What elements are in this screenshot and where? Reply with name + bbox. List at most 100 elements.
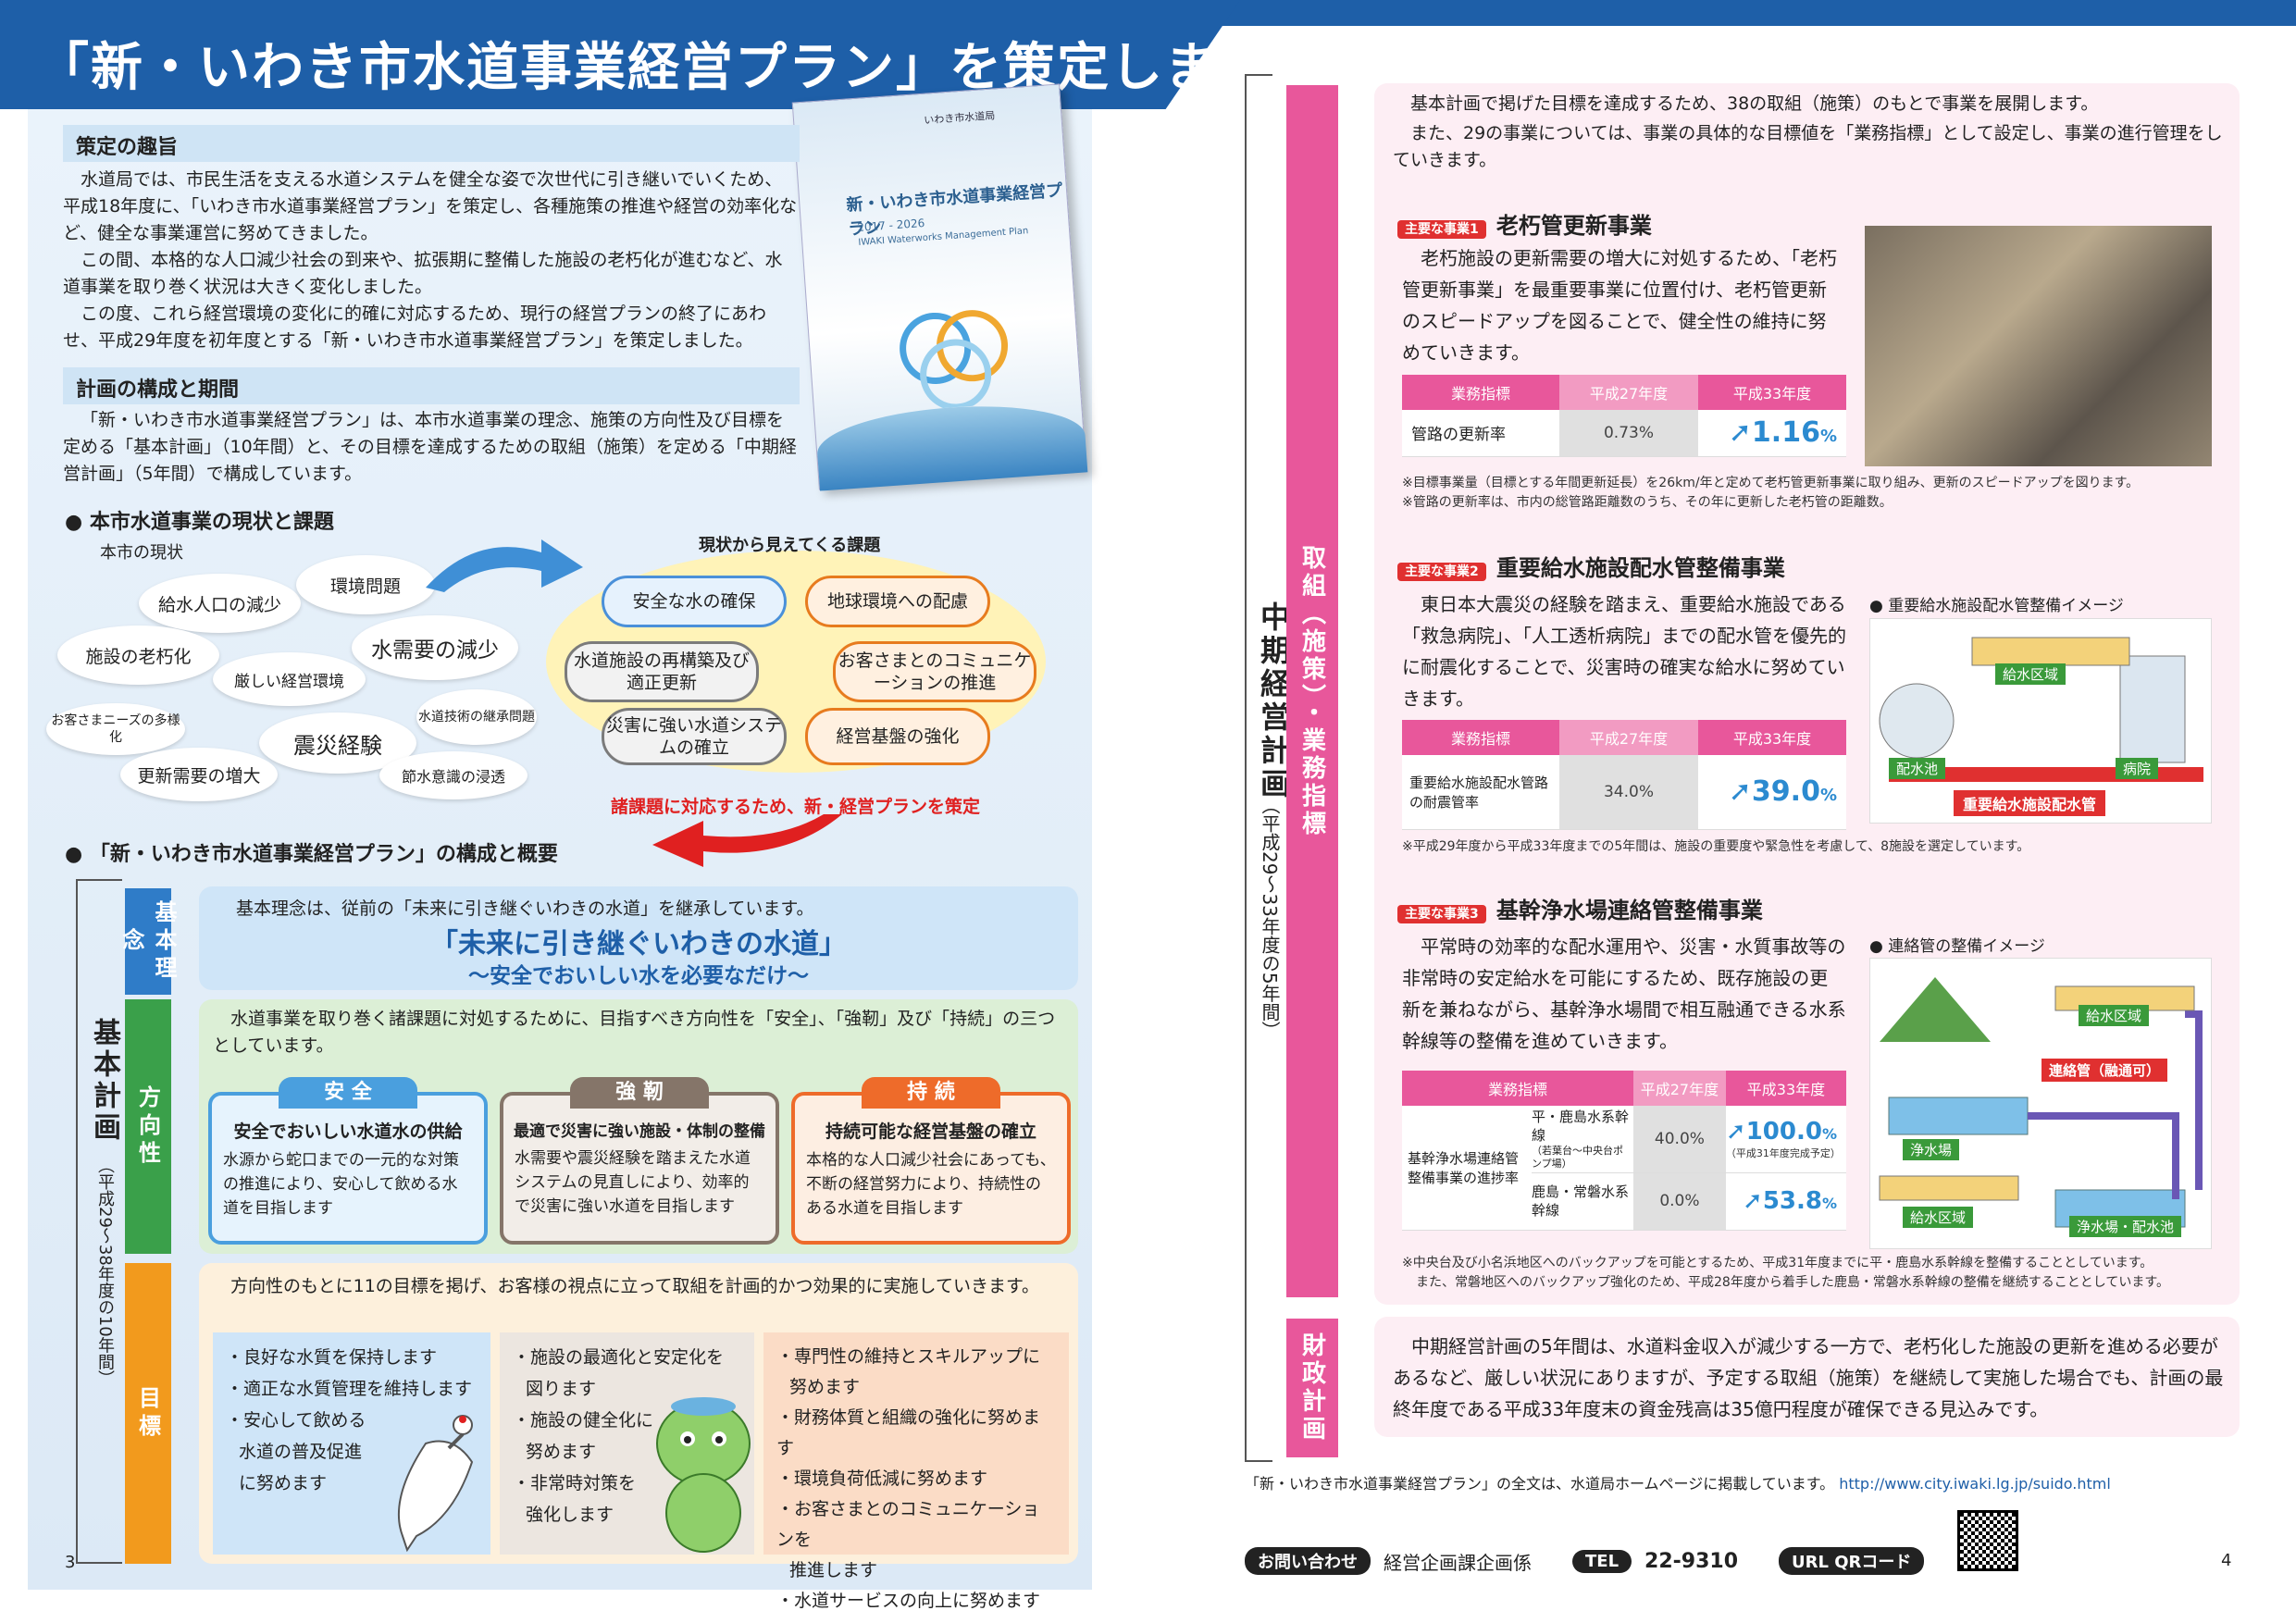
label-haisuichi: 配水池	[1889, 758, 1946, 779]
kpi3-r1-h33-cell: ➚100.0%（平成31年度完成予定）	[1725, 1106, 1846, 1173]
cloud-needs: お客さまニーズの多様化	[46, 703, 185, 755]
project-3-body: 平常時の効率的な配水運用や、災害・水質事故等の非常時の安定給水を可能にするため、…	[1402, 935, 1846, 1052]
rinen-sub: 〜安全でおいしい水を必要なだけ〜	[468, 964, 809, 988]
card-anzen-head: 安 全	[279, 1077, 417, 1109]
kpi2-h27: 34.0%	[1559, 755, 1698, 830]
tab-torikumi: 取組（施策）・業務指標	[1286, 85, 1338, 1297]
kpi2-head-metric: 業務指標	[1402, 720, 1559, 755]
card-kyojin-body: 水需要や震災経験を踏まえた水道システムの見直しにより、効率的で災害に強い水道を目…	[515, 1149, 751, 1216]
goal-c-4: ・環境負荷低減に努めます	[776, 1468, 988, 1489]
project-3-image-title: ● 連絡管の整備イメージ	[1869, 937, 2045, 956]
card-jizoku: 持 続 持続可能な経営基盤の確立 本格的な人口減少社会にあっても、不断の経営努力…	[791, 1077, 1071, 1245]
page-number-left: 3	[65, 1553, 76, 1572]
zaisei-text: 中期経営計画の5年間は、水道料金収入が減少する一方で、老朽化した施設の更新を進め…	[1393, 1335, 2224, 1420]
tab-mokuhyo: 目標	[125, 1263, 171, 1564]
label-josuijo-haisuichi: 浄水場・配水池	[2069, 1216, 2182, 1237]
goal-c-3: ・財務体質と組織の強化に努めます	[776, 1407, 1041, 1458]
rinen-text: 基本理念は、従前の「未来に引き継ぐいわきの水道」を継承しています。	[236, 898, 814, 919]
tel-label: TEL	[1572, 1549, 1632, 1573]
project-1-note-1: ※目標事業量（目標とする年間更新延長）を26km/年と定めて老朽管更新事業に取り…	[1402, 476, 2140, 490]
tab-houkou: 方向性	[125, 999, 171, 1254]
homepage-note: 「新・いわき市水道事業経営プラン」の全文は、水道局ホームページに掲載しています。…	[1245, 1471, 2111, 1493]
page-number-right: 4	[2221, 1551, 2232, 1570]
goal-b-2: 図ります	[526, 1379, 597, 1399]
kpi3-r1-label-cell: 平・鹿島水系幹線（若葉台〜中央台ポンプ場）	[1532, 1106, 1633, 1173]
zaisei-panel	[1374, 1317, 2240, 1437]
homepage-url-link[interactable]: http://www.city.iwaki.lg.jp/suido.html	[1839, 1475, 2111, 1493]
card-kyojin: 強 靭 最適で災害に強い施設・体制の整備 水需要や震災経験を踏まえた水道システム…	[500, 1077, 779, 1245]
right-arrow-icon	[426, 539, 583, 592]
label-kyusui: 給水区域	[1995, 663, 2066, 685]
label-renrakukan: 連絡管（融通可）	[2042, 1059, 2168, 1082]
goal-b-3: ・施設の健全化に	[513, 1410, 654, 1431]
goal-a-5: に努めます	[239, 1473, 328, 1493]
arrow-caption: 諸課題に対応するため、新・経営プランを策定	[611, 797, 981, 817]
kpi3-r2-h27: 0.0%	[1632, 1172, 1726, 1231]
card-jizoku-body: 本格的な人口減少社会にあっても、不断の経営努力により、持続性のある水道を目指しま…	[806, 1151, 1056, 1218]
goal-c-6: 推進します	[789, 1560, 878, 1580]
kpi1-head-h27: 平成27年度	[1559, 375, 1698, 410]
purpose-paragraph-3: この度、これら経営環境の変化に的確に対応するため、現行の経営プランの終了にあわせ…	[63, 304, 767, 351]
section-heading-structure: 計画の構成と期間	[63, 367, 800, 404]
crane-mascot-icon	[397, 1415, 474, 1553]
kpi3-r2-h33: 53.8	[1762, 1187, 1822, 1215]
pipe-network-diagram-icon	[1879, 637, 2203, 782]
project-1-body: 老朽施設の更新需要の増大に対処するため、「老朽管更新事業」を最重要事業に位置付け…	[1402, 247, 1837, 364]
kpi3-r1-h33: 100.0	[1745, 1117, 1822, 1146]
contact-dept: 経営企画課企画係	[1384, 1551, 1532, 1574]
label-byoin: 病院	[2116, 758, 2159, 779]
issue-environment: 地球環境への配慮	[805, 576, 990, 627]
purpose-paragraph-1: 水道局では、市民生活を支える水道システムを健全な姿で次世代に引き継いでいくため、…	[63, 169, 798, 243]
goal-b-1: ・施設の最適化と安定化を	[513, 1347, 725, 1368]
left-arrow-icon	[652, 814, 842, 867]
cloud-environment: 環境問題	[296, 555, 435, 614]
issues-label: 現状から見えてくる課題	[699, 536, 881, 555]
project-2-body: 東日本大震災の経験を踏まえ、重要給水施設である「救急病院」、「人工透析病院」まで…	[1402, 593, 1846, 710]
pipe-construction-photo	[1865, 226, 2212, 466]
label-haisuikan: 重要給水施設配水管	[1954, 790, 2106, 816]
mokuhyo-text: 方向性のもとに11の目標を掲げ、お客様の視点に立って取組を計画的かつ効果的に実施…	[230, 1276, 1040, 1296]
goal-c-7: ・水道サービスの向上に努めます	[776, 1591, 1041, 1611]
kpi1-h33: 1.16	[1751, 416, 1820, 450]
tel-number: 22-9310	[1644, 1549, 1739, 1573]
kpi1-h27: 0.73%	[1559, 410, 1698, 457]
card-anzen-body: 水源から蛇口までの一元的な対策の推進により、安心して飲める水道を目指します	[223, 1151, 459, 1218]
chuki-period: （平成29〜33年度の5年間）	[1259, 796, 1281, 1040]
kpi3-r1-sublabel: （若葉台〜中央台ポンプ場）	[1532, 1144, 1623, 1170]
intro-1: 基本計画で掲げた目標を達成するため、38の取組（施策）のもとで事業を展開します。	[1410, 93, 2099, 114]
card-jizoku-title: 持続可能な経営基盤の確立	[825, 1121, 1036, 1142]
kpi2-head-h33: 平成33年度	[1698, 720, 1846, 755]
houkou-text: 水道事業を取り巻く諸課題に対処するために、目指すべき方向性を「安全」、「強靭」及…	[213, 1009, 1056, 1056]
kpi1-head-h33: 平成33年度	[1698, 375, 1846, 410]
kpi3-r2-unit: %	[1821, 1195, 1837, 1212]
project-3-diagram: 給水区域 連絡管（融通可） 浄水場 給水区域 浄水場・配水池	[1869, 958, 2212, 1249]
project-1-title: 老朽管更新事業	[1496, 213, 1652, 239]
cloud-population: 給水人口の減少	[139, 574, 301, 633]
qr-code-icon[interactable]	[1957, 1510, 2018, 1571]
card-kyojin-head: 強 靭	[570, 1077, 709, 1109]
kpi3-r1-h27: 40.0%	[1632, 1106, 1726, 1173]
project-2-title: 重要給水施設配水管整備事業	[1496, 555, 1785, 581]
tab-rinen: 基本理念	[118, 888, 177, 995]
cloud-aging: 施設の老朽化	[57, 626, 219, 685]
kpi1-label: 管路の更新率	[1402, 410, 1559, 457]
kpi1-unit: %	[1819, 427, 1837, 447]
page-title: 「新・いわき市水道事業経営プラン」を策定しました	[37, 38, 1325, 98]
kihon-label: 基本計画	[88, 1018, 120, 1144]
project-2-tag: 主要な事業2	[1397, 563, 1486, 581]
goal-c-2: 努めます	[789, 1377, 861, 1397]
project-3-note-1: ※中央台及び小名浜地区へのバックアップを可能とするため、平成31年度までに平・鹿…	[1402, 1256, 2153, 1270]
qr-label: URL QRコード	[1779, 1547, 1925, 1575]
goal-b-5: ・非常時対策を	[513, 1473, 637, 1493]
current-label: 本市の現状	[100, 543, 183, 563]
goals-jizoku: ・専門性の維持とスキルアップに 努めます ・財務体質と組織の強化に努めます ・環…	[763, 1332, 1069, 1611]
issue-management: 経営基盤の強化	[805, 708, 990, 765]
contact-label: お問い合わせ	[1245, 1547, 1371, 1575]
kpi3-row-label: 基幹浄水場連絡管整備事業の進捗率	[1402, 1106, 1532, 1231]
issue-rebuild: 水道施設の再構築及び適正更新	[565, 641, 759, 702]
rings-logo-icon	[900, 310, 1009, 411]
goal-b-6: 強化します	[526, 1505, 614, 1525]
chuki-bracket	[1245, 74, 1272, 1462]
kihon-bracket	[76, 879, 122, 1564]
label-kyusui-2: 給水区域	[1903, 1207, 1974, 1228]
